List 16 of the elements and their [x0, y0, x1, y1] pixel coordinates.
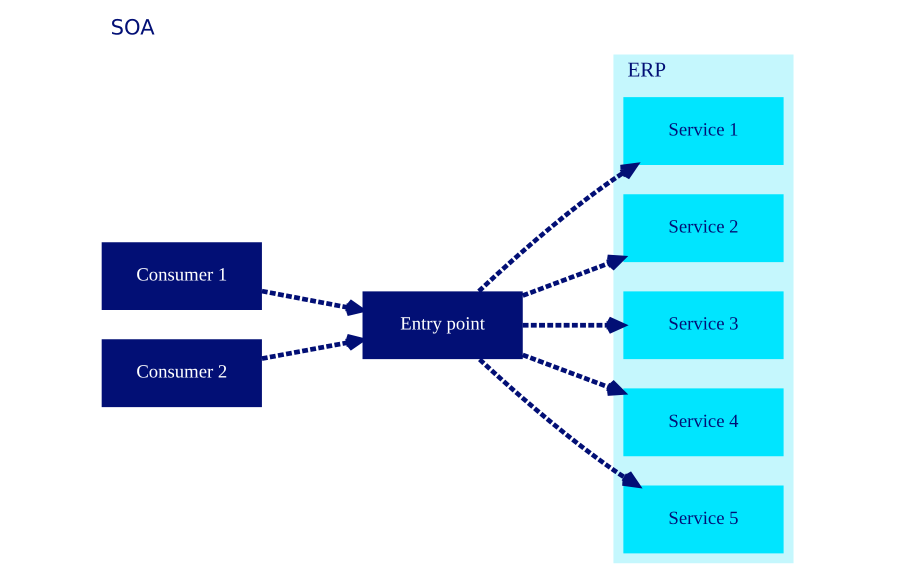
arrow [477, 162, 638, 293]
node-box: Service 5 [623, 486, 784, 554]
arrow [522, 316, 626, 334]
node-box: Service 4 [623, 388, 784, 456]
node-box: Entry point [362, 291, 523, 360]
arrow [262, 288, 364, 316]
node-box: Service 1 [623, 97, 784, 165]
arrow [522, 254, 626, 298]
arrow [522, 352, 626, 396]
arrow [262, 334, 364, 361]
node-box: Consumer 1 [102, 242, 262, 310]
node-box: Service 2 [623, 194, 784, 262]
node-box: Service 3 [623, 291, 784, 360]
diagram-title: SOA [110, 14, 155, 40]
arrow [478, 358, 640, 488]
node-box: Consumer 2 [102, 339, 262, 408]
